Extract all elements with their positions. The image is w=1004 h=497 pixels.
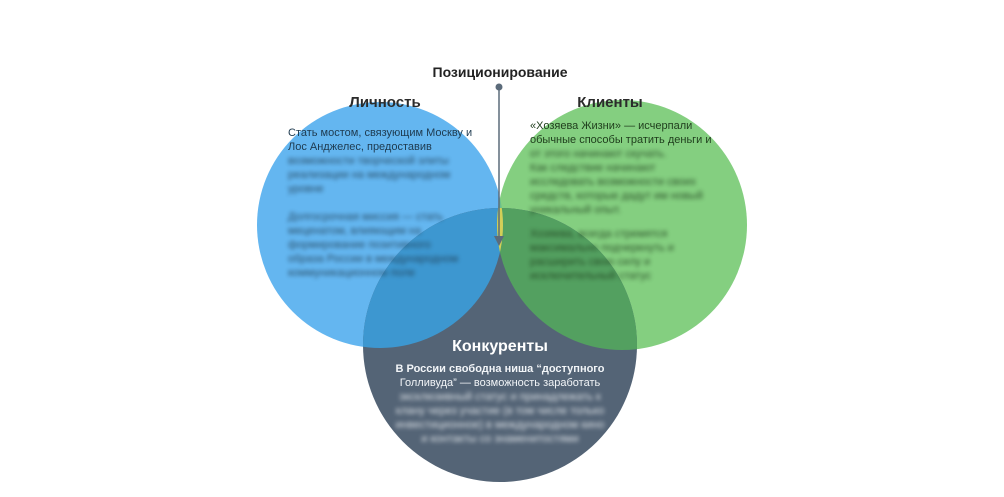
personality-line-4: реализации на международном — [288, 169, 451, 181]
clients-line-3: от этого начинают скучать. — [530, 148, 667, 160]
clients-line-1: «Хозяева Жизни» — исчерпали — [530, 120, 693, 132]
competitors-line-1: В России свободна ниша “доступного — [395, 363, 605, 375]
personality-line-3: возможности творческой элиты — [288, 155, 449, 167]
personality-line-10: коммуникационном поле — [288, 267, 416, 279]
personality-line-2: Лос Анджелес, предоставив — [288, 141, 432, 153]
clients-title: Клиенты — [577, 94, 643, 111]
personality-line-9: образа России в международном — [288, 253, 459, 265]
clients-line-10: расширить свою силу и — [530, 256, 651, 268]
personality-line-8: формирование позитивного — [288, 239, 431, 251]
competitors-line-2: Голливуда” — возможность заработать — [399, 377, 601, 389]
clients-line-2: обычные способы тратить деньги и — [530, 134, 712, 146]
clients-line-8: Хозяева, всегда стремятся — [530, 228, 668, 240]
clients-line-11: исключительный статус — [530, 270, 652, 282]
clients-line-7: уникальный опыт. — [530, 204, 622, 216]
competitors-text: В России свободна ниша “доступного Голли… — [385, 362, 615, 446]
personality-title: Личность — [349, 94, 421, 111]
positioning-pointer-dot — [495, 83, 503, 91]
competitors-line-6: и контакты со знаменитостями — [421, 433, 579, 445]
competitors-title: Конкуренты — [452, 338, 548, 355]
personality-line-6: Долгосрочная миссия — стать — [288, 211, 444, 223]
competitors-line-3: эксклюзивный статус и принадлежать к — [399, 391, 601, 403]
clients-line-4: Как следствие начинают — [530, 162, 656, 174]
clients-line-5: исследовать возможности своих — [530, 176, 696, 188]
positioning-arrow-head — [494, 236, 504, 246]
positioning-label: Позиционирование — [432, 64, 568, 80]
clients-line-6: средств, которые дадут им новый — [530, 190, 703, 202]
personality-line-5: уровне — [288, 183, 324, 195]
clients-line-9: максимально подчеркнуть и — [530, 242, 674, 254]
personality-text: Стать мостом, связующим Москву и Лос Анд… — [288, 126, 488, 280]
competitors-line-4: клану через участие (в том числе только — [395, 405, 605, 417]
personality-line-7: меценатом, влияющим на — [288, 225, 421, 237]
personality-line-1: Стать мостом, связующим Москву и — [288, 127, 473, 139]
competitors-line-5: инвестиционное) в международном кино — [395, 419, 605, 431]
clients-text: «Хозяева Жизни» — исчерпали обычные спос… — [530, 119, 730, 283]
